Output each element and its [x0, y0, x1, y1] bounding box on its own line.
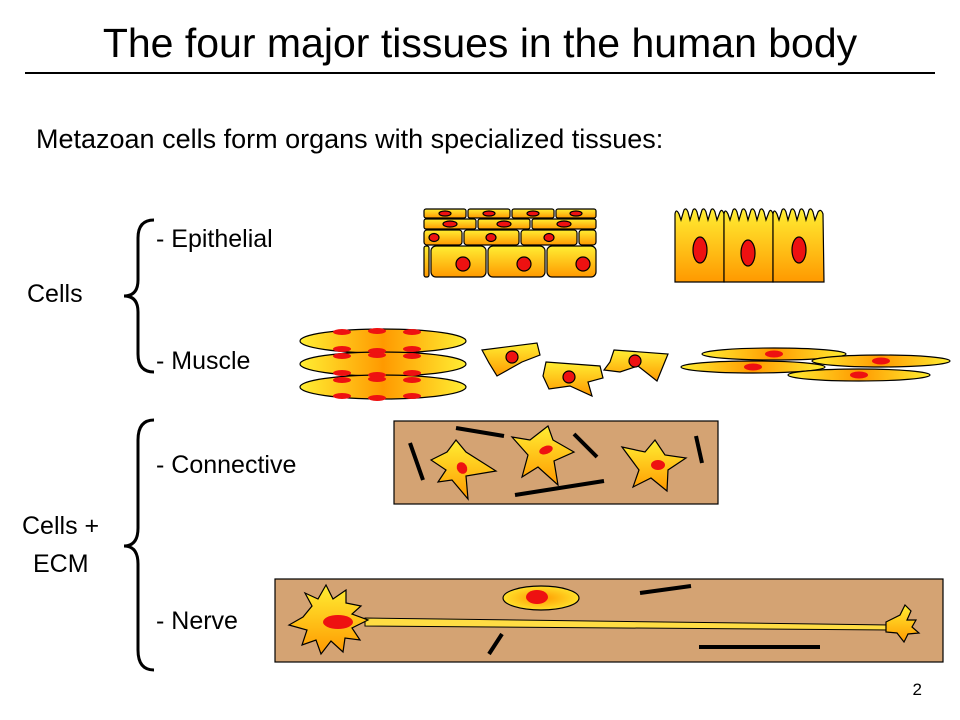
connective-tissue	[393, 420, 719, 505]
columnar-epithelium	[674, 208, 825, 283]
muscle-label: - Muscle	[156, 347, 251, 375]
page-number: 2	[912, 680, 922, 699]
cells-ecm-label-line2: ECM	[33, 550, 89, 578]
page-title: The four major tissues in the human body	[102, 20, 858, 66]
schwann-cell	[502, 585, 580, 611]
subtitle: Metazoan cells form organs with speciali…	[36, 124, 664, 154]
cells-ecm-brace	[123, 418, 155, 672]
stratified-epithelium	[423, 208, 597, 278]
axon-terminal	[885, 603, 921, 644]
cells-brace	[123, 218, 155, 374]
cardiac-muscle	[481, 342, 669, 398]
skeletal-muscle	[299, 328, 467, 401]
nerve-label: - Nerve	[156, 607, 238, 635]
connective-label: - Connective	[156, 451, 297, 479]
title-divider	[25, 72, 935, 74]
epithelial-label: - Epithelial	[156, 225, 273, 253]
cells-ecm-label-line1: Cells +	[22, 512, 100, 540]
smooth-muscle	[680, 347, 951, 382]
cells-group-label: Cells	[27, 280, 83, 308]
nerve-tissue	[274, 578, 944, 663]
